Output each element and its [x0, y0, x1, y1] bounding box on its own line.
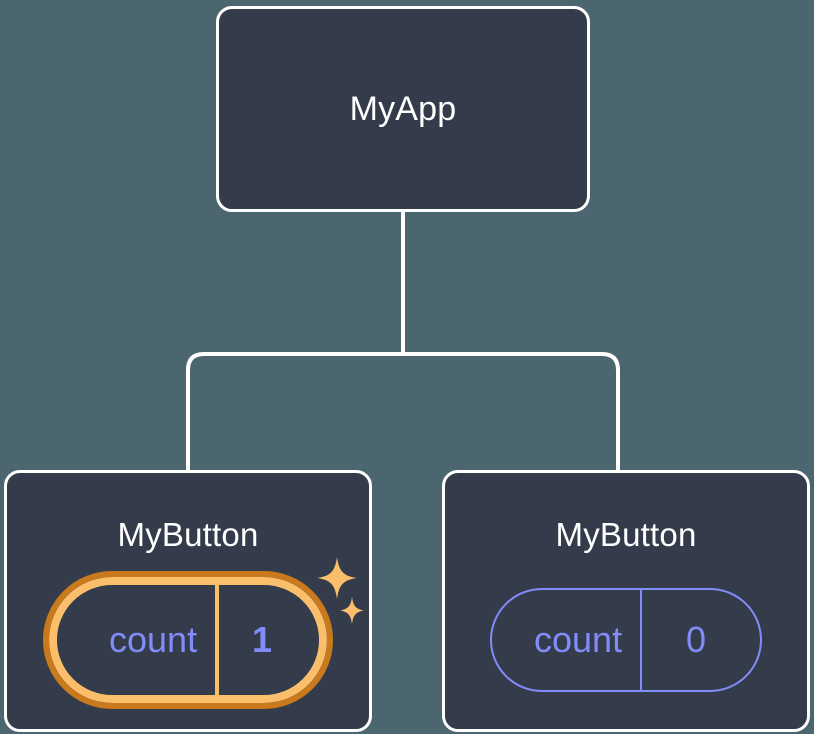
- state-pill-highlighted[interactable]: count 1: [43, 571, 333, 709]
- node-myapp[interactable]: MyApp: [216, 6, 590, 212]
- node-mybutton-right[interactable]: MyButton count 0: [442, 470, 810, 732]
- node-mybutton-left[interactable]: MyButton count 1: [4, 470, 372, 732]
- state-pill-divider-right: [640, 590, 643, 690]
- sparkle-small-icon: [340, 597, 364, 624]
- node-title-mybutton-left: MyButton: [117, 516, 259, 553]
- state-key-label-left: count: [109, 619, 198, 660]
- state-pill-divider-left: [215, 585, 220, 695]
- state-pill-wrapper-left: count 1: [43, 557, 364, 709]
- sparkle-large-icon: [317, 557, 357, 599]
- state-value-right: 0: [686, 619, 707, 660]
- state-pill-inner-ring: count 1: [49, 577, 327, 703]
- connector-branch-bar: [186, 352, 620, 470]
- node-title-myapp: MyApp: [349, 90, 457, 128]
- state-pill-wrapper-right: count 0: [490, 588, 762, 692]
- state-value-left: 1: [252, 619, 273, 660]
- node-title-mybutton-right: MyButton: [555, 516, 697, 553]
- state-pill-plain[interactable]: count 0: [490, 588, 762, 692]
- state-key-label-right: count: [534, 619, 623, 660]
